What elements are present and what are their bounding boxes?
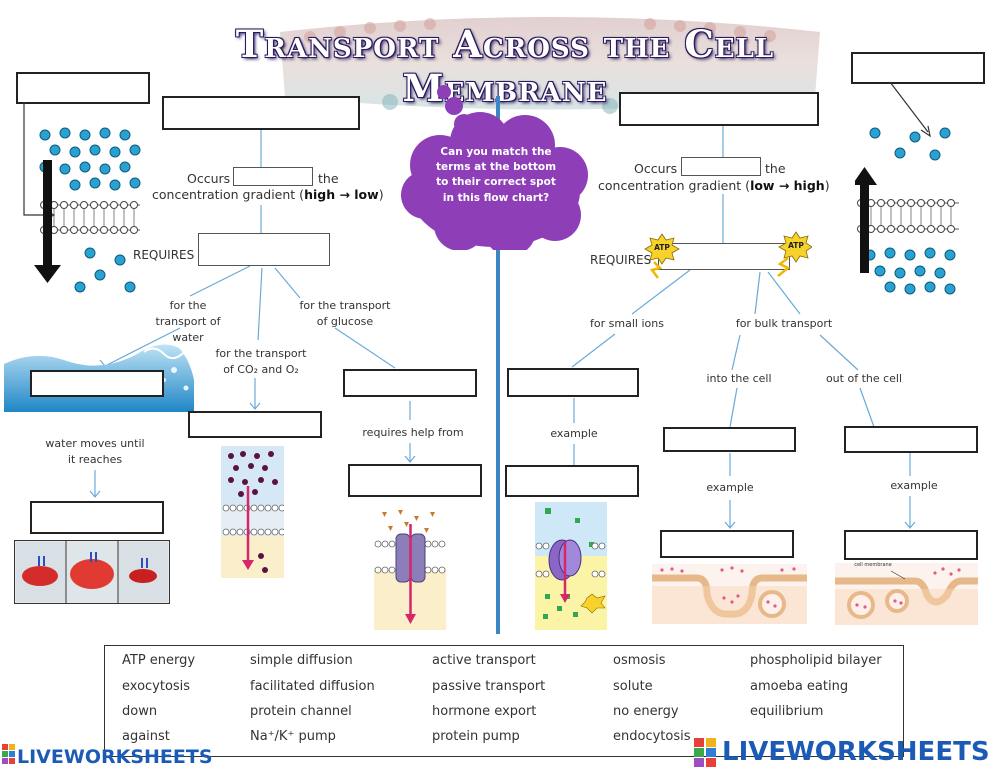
- right-connector-lines: [571, 81, 931, 529]
- word-bank-term[interactable]: equilibrium: [750, 704, 824, 719]
- into-cell-example-label: example: [706, 481, 754, 494]
- active-transport-diagram: [855, 127, 959, 295]
- word-bank: ATP energy simple diffusion active trans…: [104, 645, 904, 757]
- for-co2-label: for the transport of CO₂ and O₂: [215, 347, 307, 376]
- word-bank-term[interactable]: down: [122, 704, 158, 719]
- out-cell-example-label: example: [890, 479, 938, 492]
- word-bank-term[interactable]: hormone export: [432, 704, 537, 719]
- passive-diffusion-diagram: [34, 127, 141, 293]
- word-bank-term[interactable]: exocytosis: [122, 679, 191, 694]
- word-bank-term[interactable]: amoeba eating: [750, 679, 849, 694]
- small-ions-example-label: example: [550, 427, 598, 440]
- right-the-label: the: [765, 161, 786, 176]
- into-cell-answer-box[interactable]: [663, 427, 796, 452]
- cell-membrane-caption: cell membrane: [854, 562, 892, 568]
- water-moves-label: water moves until it reaches: [45, 437, 145, 466]
- left-gradient-prefix: concentration gradient (: [152, 187, 305, 202]
- word-bank-term[interactable]: solute: [613, 679, 653, 694]
- for-water-label: for the transport of water: [155, 299, 221, 344]
- passive-corner-answer-box[interactable]: [16, 72, 150, 104]
- word-bank-term[interactable]: against: [122, 729, 170, 744]
- left-gradient-text: concentration gradient (high → low): [152, 187, 384, 204]
- page-title: Transport Across the Cell Membrane: [235, 22, 775, 110]
- cloud-prompt-text: Can you match the terms at the bottom to…: [435, 146, 557, 204]
- right-gradient-suffix: ): [824, 178, 830, 193]
- co2-transport-answer-box[interactable]: [188, 411, 322, 438]
- active-corner-answer-box[interactable]: [851, 52, 985, 84]
- exocytosis-image: [835, 563, 978, 625]
- word-bank-term[interactable]: protein pump: [432, 729, 520, 744]
- word-bank-term[interactable]: phospholipid bilayer: [750, 653, 882, 668]
- right-gradient-prefix: concentration gradient (: [598, 178, 751, 193]
- word-bank-term[interactable]: no energy: [613, 704, 679, 719]
- word-bank-term[interactable]: ATP energy: [122, 653, 196, 668]
- atp-burst-right-icon: [777, 231, 812, 277]
- atp-right-label: ATP: [788, 241, 804, 250]
- left-gradient-bold: high → low: [304, 187, 379, 202]
- for-bulk-transport-label: for bulk transport: [735, 317, 833, 330]
- endocytosis-image: [652, 564, 807, 624]
- into-cell-label: into the cell: [706, 372, 772, 385]
- center-divider: [496, 96, 500, 634]
- right-gradient-direction-answer-box[interactable]: [681, 157, 761, 176]
- liveworksheets-right-logo-icon: [694, 738, 716, 767]
- out-cell-example-answer-box[interactable]: [844, 530, 978, 560]
- atp-left-label: ATP: [654, 243, 670, 252]
- word-bank-term[interactable]: active transport: [432, 653, 536, 668]
- right-gradient-bold: low → high: [750, 178, 825, 193]
- osmosis-cells-image: [14, 540, 170, 604]
- left-the-label: the: [318, 171, 339, 186]
- small-ions-answer-box[interactable]: [507, 368, 639, 397]
- left-requires-answer-box[interactable]: [198, 233, 330, 266]
- word-bank-term[interactable]: endocytosis: [613, 729, 691, 744]
- left-gradient-suffix: ): [378, 187, 384, 202]
- word-bank-term[interactable]: protein channel: [250, 704, 352, 719]
- liveworksheets-right-logo: LIVEWORKSHEETS: [722, 737, 990, 767]
- for-glucose-label: for the transport of glucose: [299, 299, 391, 328]
- word-bank-term[interactable]: simple diffusion: [250, 653, 353, 668]
- right-occurs-label: Occurs: [634, 161, 678, 176]
- word-bank-term[interactable]: Na⁺/K⁺ pump: [250, 729, 336, 744]
- water-transport-answer-box[interactable]: [30, 370, 164, 397]
- left-occurs-label: Occurs: [187, 171, 231, 186]
- passive-type-answer-box[interactable]: [162, 96, 360, 130]
- left-gradient-direction-answer-box[interactable]: [233, 167, 313, 186]
- for-small-ions-label: for small ions: [590, 317, 664, 330]
- word-bank-term[interactable]: passive transport: [432, 679, 546, 694]
- left-requires-label: REQUIRES: [133, 248, 195, 262]
- requires-help-answer-box[interactable]: [348, 464, 482, 497]
- water-reaches-answer-box[interactable]: [30, 501, 164, 534]
- gas-diffusion-image: [221, 446, 284, 578]
- out-cell-answer-box[interactable]: [844, 426, 978, 453]
- glucose-transport-answer-box[interactable]: [343, 369, 477, 397]
- right-requires-label: REQUIRES: [590, 253, 652, 267]
- small-ions-example-answer-box[interactable]: [505, 465, 639, 497]
- out-cell-label: out of the cell: [825, 372, 903, 385]
- into-cell-example-answer-box[interactable]: [660, 530, 794, 558]
- atp-burst-left-icon: [644, 233, 680, 279]
- right-requires-answer-box[interactable]: [658, 243, 790, 270]
- left-connector-lines: [89, 130, 416, 498]
- thought-cloud-image: [401, 85, 588, 250]
- active-type-answer-box[interactable]: [619, 92, 819, 126]
- liveworksheets-left-logo-icon: [2, 744, 15, 764]
- word-bank-term[interactable]: facilitated diffusion: [250, 679, 375, 694]
- word-bank-term[interactable]: osmosis: [613, 653, 666, 668]
- liveworksheets-left-logo: LIVEWORKSHEETS: [17, 746, 213, 768]
- requires-help-label: requires help from: [362, 426, 464, 439]
- protein-channel-image: [374, 504, 446, 630]
- right-gradient-text: concentration gradient (low → high): [598, 178, 830, 195]
- sodium-pump-image: [535, 502, 607, 630]
